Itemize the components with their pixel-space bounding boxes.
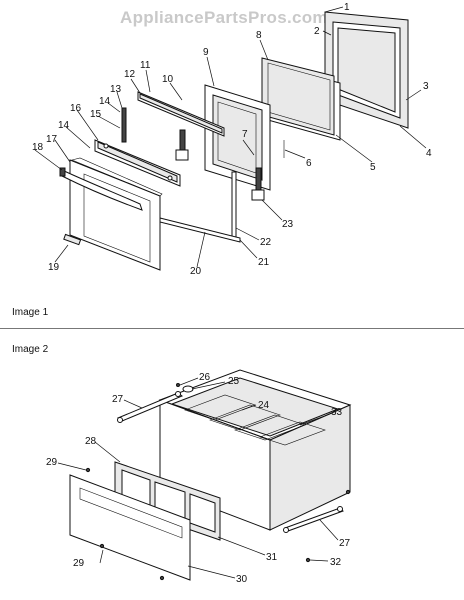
callout-32: 32 bbox=[330, 557, 342, 568]
callout-23: 23 bbox=[282, 219, 294, 230]
callout-20: 20 bbox=[190, 266, 202, 277]
callout-14a: 14 bbox=[99, 96, 111, 107]
part-door-frame bbox=[324, 11, 409, 129]
callout-27a: 27 bbox=[112, 394, 124, 405]
drawer-assembly: 24 25 26 27 27 28 29 29 30 31 32 33 bbox=[46, 369, 352, 585]
callout-10: 10 bbox=[162, 74, 174, 85]
callout-9: 9 bbox=[203, 47, 209, 58]
image2-label: Image 2 bbox=[12, 344, 49, 355]
callouts-image1: 1 2 3 4 5 6 7 8 9 10 11 12 13 14 15 16 1… bbox=[32, 2, 432, 277]
callout-26: 26 bbox=[199, 372, 211, 383]
leaders-image1 bbox=[34, 6, 427, 268]
callout-18: 18 bbox=[32, 142, 44, 153]
part-vertical-rod bbox=[231, 171, 237, 239]
callout-28: 28 bbox=[85, 436, 97, 447]
part-outer-door-panel bbox=[69, 157, 163, 271]
callout-22: 22 bbox=[260, 237, 272, 248]
part-hinge-right bbox=[251, 167, 265, 201]
watermark: AppliancePartsPros.com bbox=[120, 8, 328, 27]
callout-8: 8 bbox=[256, 30, 262, 41]
callout-29a: 29 bbox=[46, 457, 58, 468]
callout-3: 3 bbox=[423, 81, 429, 92]
oven-door-assembly: 1 2 3 4 5 6 7 8 9 10 11 12 13 14 15 16 1… bbox=[32, 2, 432, 277]
leaders-image2 bbox=[57, 377, 339, 579]
callout-7: 7 bbox=[242, 129, 248, 140]
callout-14b: 14 bbox=[58, 120, 70, 131]
callout-17: 17 bbox=[46, 134, 58, 145]
callout-1: 1 bbox=[344, 2, 350, 13]
callout-2: 2 bbox=[314, 26, 320, 37]
part-door-handle bbox=[59, 167, 143, 211]
callout-12: 12 bbox=[124, 69, 136, 80]
callout-24: 24 bbox=[258, 400, 270, 411]
section-divider bbox=[0, 328, 464, 329]
part-side-strip bbox=[121, 107, 127, 143]
callout-5: 5 bbox=[370, 162, 376, 173]
part-hinge-left bbox=[175, 129, 189, 161]
part-handle-rail bbox=[94, 139, 181, 187]
part-inner-liner bbox=[204, 84, 271, 191]
part-slide-rail-left bbox=[117, 391, 183, 423]
part-slide-rail-right bbox=[283, 506, 344, 533]
callout-15: 15 bbox=[90, 109, 102, 120]
callout-33: 33 bbox=[331, 407, 343, 418]
part-bottom-bar bbox=[159, 217, 241, 243]
callout-13: 13 bbox=[110, 84, 122, 95]
part-roller bbox=[176, 383, 194, 393]
callout-29b: 29 bbox=[73, 558, 85, 569]
callout-25: 25 bbox=[228, 376, 240, 387]
callout-6: 6 bbox=[306, 158, 312, 169]
part-drawer-front-panel bbox=[69, 474, 191, 581]
callout-16: 16 bbox=[70, 103, 82, 114]
part-top-trim bbox=[137, 91, 225, 137]
callouts-image2: 24 25 26 27 27 28 29 29 30 31 32 33 bbox=[46, 372, 351, 585]
callout-19: 19 bbox=[48, 262, 60, 273]
part-glass-gasket bbox=[261, 57, 341, 141]
callout-27b: 27 bbox=[339, 538, 351, 549]
image1-label: Image 1 bbox=[12, 307, 49, 318]
callout-11: 11 bbox=[140, 60, 151, 71]
callout-4: 4 bbox=[426, 148, 432, 159]
part-screws bbox=[85, 467, 351, 581]
callout-30: 30 bbox=[236, 574, 248, 585]
callout-31: 31 bbox=[266, 552, 278, 563]
callout-21: 21 bbox=[258, 257, 270, 268]
part-bottom-clip bbox=[63, 233, 82, 246]
